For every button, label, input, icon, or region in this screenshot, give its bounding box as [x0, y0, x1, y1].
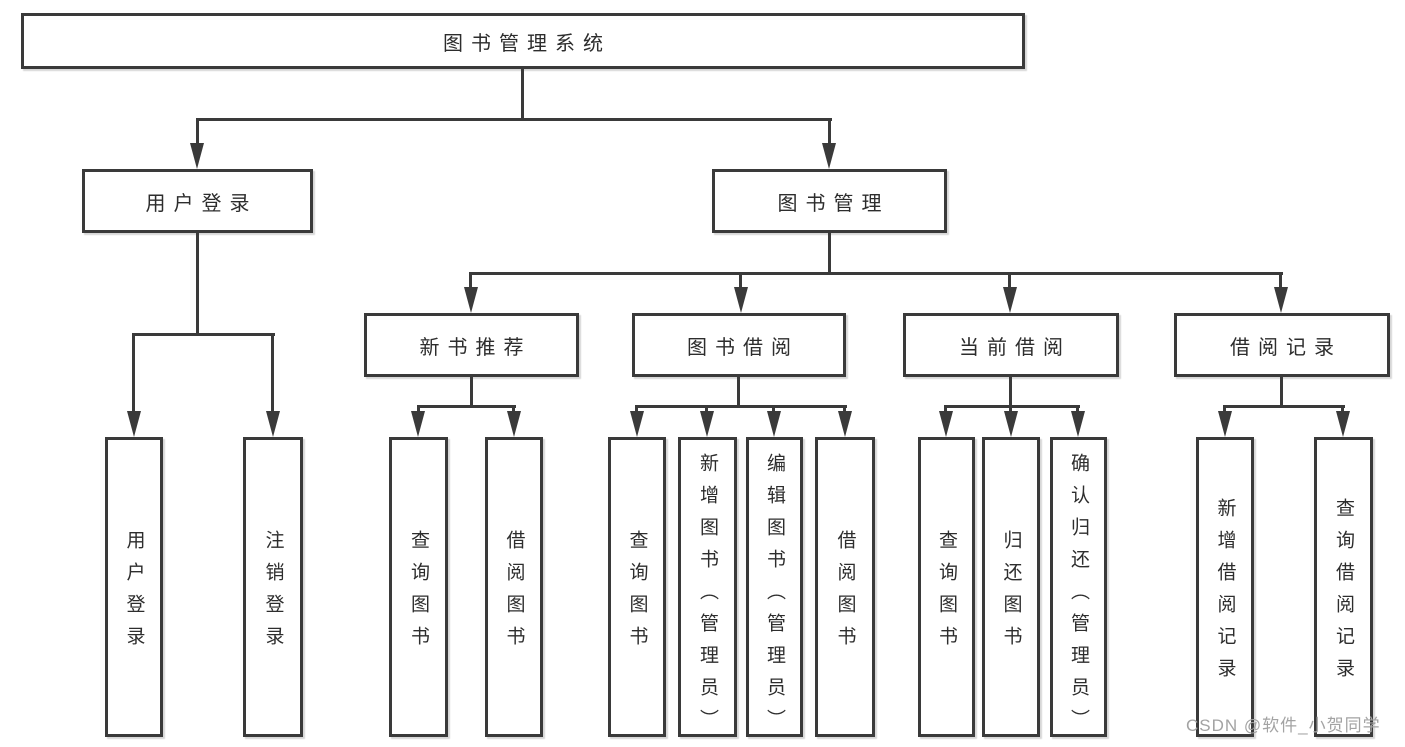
leaf-current-query: 查询图书: [918, 437, 975, 737]
connector-line-h: [1223, 405, 1345, 408]
arrowhead-down: [1336, 411, 1350, 437]
leaf-user-login: 用户登录: [105, 437, 163, 737]
node-root-label: 图书管理系统: [443, 32, 611, 55]
arrowhead-down: [1004, 411, 1018, 437]
leaf-records-add: 新增借阅记录: [1196, 437, 1254, 737]
node-book-borrow: 图书借阅: [632, 313, 846, 377]
arrowhead-down: [700, 411, 714, 437]
node-user-login-label: 用户登录: [145, 192, 258, 215]
connector-line-v: [132, 333, 135, 414]
connector-line-v: [417, 405, 420, 414]
node-borrow-records: 借阅记录: [1174, 313, 1390, 377]
connector-line-v: [1009, 405, 1012, 414]
node-user-login: 用户登录: [82, 169, 313, 233]
arrowhead-down: [822, 143, 836, 169]
arrowhead-down: [190, 143, 204, 169]
connector-line-v: [1280, 377, 1283, 408]
leaf-logout-label: 注销登录: [262, 529, 284, 658]
connector-line-v: [1223, 405, 1226, 414]
node-borrow-records-label: 借阅记录: [1230, 336, 1342, 359]
node-book-borrow-label: 图书借阅: [687, 336, 799, 359]
node-root: 图书管理系统: [21, 13, 1025, 69]
leaf-newbook-borrow-label: 借阅图书: [503, 529, 525, 658]
leaf-current-return-label: 归还图书: [1000, 529, 1022, 658]
leaf-borrow-borrow: 借阅图书: [815, 437, 875, 737]
connector-line-h: [196, 118, 832, 121]
leaf-borrow-add: 新增图书（管理员）: [678, 437, 737, 741]
arrowhead-down: [266, 411, 280, 437]
node-current-borrow-label: 当前借阅: [959, 336, 1071, 359]
arrowhead-down: [1003, 287, 1017, 313]
leaf-records-add-label: 新增借阅记录: [1214, 497, 1236, 690]
leaf-borrow-edit-label: 编辑图书（管理员）: [764, 453, 785, 741]
connector-line-v: [1279, 272, 1282, 290]
arrowhead-down: [838, 411, 852, 437]
connector-line-v: [737, 377, 740, 408]
connector-line-v: [1009, 377, 1012, 408]
connector-line-v: [705, 405, 708, 414]
leaf-newbook-query: 查询图书: [389, 437, 448, 737]
arrowhead-down: [767, 411, 781, 437]
arrowhead-down: [939, 411, 953, 437]
leaf-borrow-borrow-label: 借阅图书: [834, 529, 856, 658]
connector-line-v: [196, 233, 199, 336]
connector-line-h: [417, 405, 516, 408]
node-new-book-rec-label: 新书推荐: [419, 336, 532, 359]
arrowhead-down: [630, 411, 644, 437]
leaf-current-confirm-label: 确认归还（管理员）: [1068, 453, 1089, 741]
connector-line-v: [635, 405, 638, 414]
leaf-current-return: 归还图书: [982, 437, 1040, 737]
connector-line-h: [132, 333, 275, 336]
connector-line-v: [1341, 405, 1344, 414]
node-current-borrow: 当前借阅: [903, 313, 1119, 377]
connector-line-v: [470, 377, 473, 408]
leaf-borrow-edit: 编辑图书（管理员）: [746, 437, 803, 741]
connector-line-v: [196, 118, 199, 146]
leaf-current-query-label: 查询图书: [936, 529, 957, 658]
leaf-current-confirm: 确认归还（管理员）: [1050, 437, 1107, 741]
leaf-borrow-query-label: 查询图书: [626, 529, 648, 658]
connector-line-v: [843, 405, 846, 414]
connector-line-v: [469, 272, 472, 290]
connector-line-v: [1076, 405, 1079, 414]
arrowhead-down: [1071, 411, 1085, 437]
connector-line-v: [1008, 272, 1011, 290]
leaf-newbook-borrow: 借阅图书: [485, 437, 543, 737]
connector-line-h: [944, 405, 1080, 408]
leaf-newbook-query-label: 查询图书: [408, 529, 429, 658]
arrowhead-down: [411, 411, 425, 437]
connector-line-v: [944, 405, 947, 414]
connector-line-v: [512, 405, 515, 414]
connector-line-v: [772, 405, 775, 414]
connector-line-v: [521, 69, 524, 120]
connector-line-h: [635, 405, 847, 408]
leaf-records-query-label: 查询借阅记录: [1333, 497, 1354, 690]
arrowhead-down: [507, 411, 521, 437]
leaf-logout: 注销登录: [243, 437, 303, 737]
arrowhead-down: [127, 411, 141, 437]
node-book-mgmt-label: 图书管理: [777, 192, 890, 215]
connector-line-v: [828, 233, 831, 274]
node-book-mgmt: 图书管理: [712, 169, 947, 233]
arrowhead-down: [1218, 411, 1232, 437]
arrowhead-down: [734, 287, 748, 313]
node-new-book-rec: 新书推荐: [364, 313, 579, 377]
connector-line-h: [469, 272, 1283, 275]
arrowhead-down: [1274, 287, 1288, 313]
connector-line-v: [739, 272, 742, 290]
leaf-user-login-label: 用户登录: [123, 529, 145, 658]
arrowhead-down: [464, 287, 478, 313]
leaf-borrow-query: 查询图书: [608, 437, 666, 737]
connector-line-v: [828, 118, 831, 146]
leaf-borrow-add-label: 新增图书（管理员）: [697, 453, 718, 741]
csdn-watermark: CSDN @软件_小贺同学: [1186, 716, 1381, 735]
leaf-records-query: 查询借阅记录: [1314, 437, 1373, 737]
connector-line-v: [271, 333, 274, 414]
